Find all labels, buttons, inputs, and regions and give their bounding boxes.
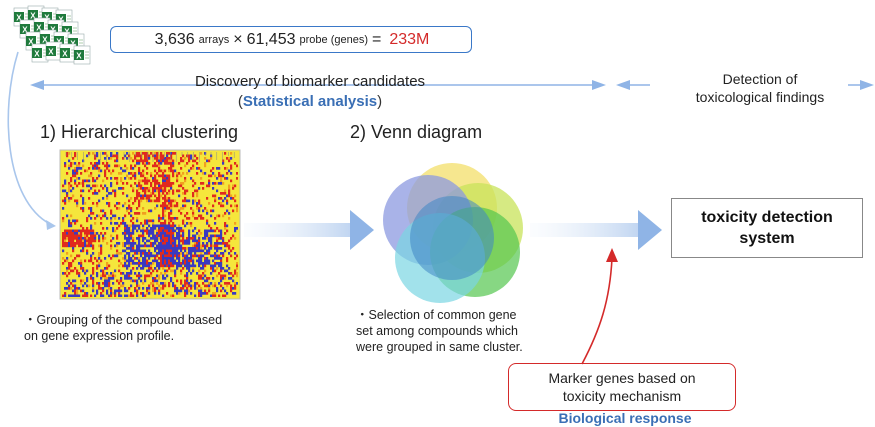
open-paren: (	[237, 93, 243, 110]
discovery-title: Discovery of biomarker candidates	[194, 73, 426, 90]
detection-span-right-head	[860, 80, 874, 90]
marker-curve	[581, 257, 613, 365]
step1-caption-line-2: on gene expression profile.	[24, 329, 175, 343]
spreadsheet-file-icon: X	[45, 41, 63, 61]
flow-arrow-2	[530, 210, 662, 250]
heatmap	[62, 152, 238, 297]
data-flow-curve	[7, 51, 51, 225]
spreadsheet-file-icon: X	[73, 45, 91, 65]
discovery-method: (Statistical analysis)	[160, 92, 460, 111]
step1-title: 1) Hierarchical clustering	[40, 122, 239, 142]
venn-circle-blue	[410, 196, 494, 280]
spreadsheet-files-icon: XXXXXXXXXXXXXXXX	[13, 5, 91, 65]
svg-text:X: X	[34, 50, 40, 59]
marker-box-line-1: Marker genes based on	[548, 370, 696, 386]
marker-genes-box: Marker genes based on toxicity mechanism	[508, 363, 736, 411]
svg-text:X: X	[28, 38, 34, 47]
spreadsheet-file-icon: X	[59, 43, 77, 63]
data-size-box: 3,636 arrays × 61,453 probe (genes) = 23…	[110, 26, 472, 53]
step1-caption-line-1: ・Grouping of the compound based	[24, 313, 223, 327]
svg-text:X: X	[30, 12, 36, 21]
svg-text:X: X	[48, 48, 54, 57]
svg-text:X: X	[16, 14, 22, 23]
probe-label: probe (genes)	[299, 33, 369, 46]
step2-title: 2) Venn diagram	[350, 122, 483, 142]
data-flow-arrowhead	[46, 220, 56, 230]
method-label: Statistical analysis	[242, 93, 378, 110]
detection-span-left-head	[616, 80, 630, 90]
svg-text:X: X	[22, 26, 28, 35]
marker-box-line-2: toxicity mechanism	[562, 388, 682, 404]
toxicity-box-line-2: system	[739, 230, 795, 247]
equals-sign: =	[372, 30, 382, 48]
toxicity-box-line-1: toxicity detection	[701, 209, 833, 226]
svg-text:X: X	[36, 24, 42, 33]
detection-line-1: Detection of	[722, 71, 798, 87]
arrays-label: arrays	[198, 33, 230, 46]
detection-label: Detection of toxicological findings	[660, 70, 860, 106]
svg-text:X: X	[62, 50, 68, 59]
total-count: 233M	[389, 30, 430, 48]
close-paren: )	[377, 93, 383, 110]
toxicity-detection-system-box: toxicity detection system	[671, 198, 863, 258]
probe-count: 61,453	[246, 30, 296, 48]
step1-caption: ・Grouping of the compound based on gene …	[24, 312, 222, 344]
svg-text:X: X	[76, 52, 82, 61]
venn-diagram	[383, 163, 523, 303]
discovery-span-left-head	[30, 80, 44, 90]
spreadsheet-file-icon: X	[31, 43, 49, 63]
step2-caption-line-1: ・Selection of common gene	[356, 308, 517, 322]
step2-caption: ・Selection of common gene set among comp…	[356, 307, 523, 355]
arrays-count: 3,636	[154, 30, 195, 48]
marker-arrowhead	[606, 248, 618, 262]
biological-response-label: Biological response	[558, 410, 692, 426]
step2-caption-line-2: set among compounds which	[356, 324, 518, 338]
discovery-span-right-head	[592, 80, 606, 90]
flow-arrow-1	[244, 210, 374, 250]
times-sign: ×	[233, 30, 243, 48]
svg-text:X: X	[42, 36, 48, 45]
detection-line-2: toxicological findings	[695, 89, 825, 105]
step2-caption-line-3: were grouped in same cluster.	[356, 340, 523, 354]
